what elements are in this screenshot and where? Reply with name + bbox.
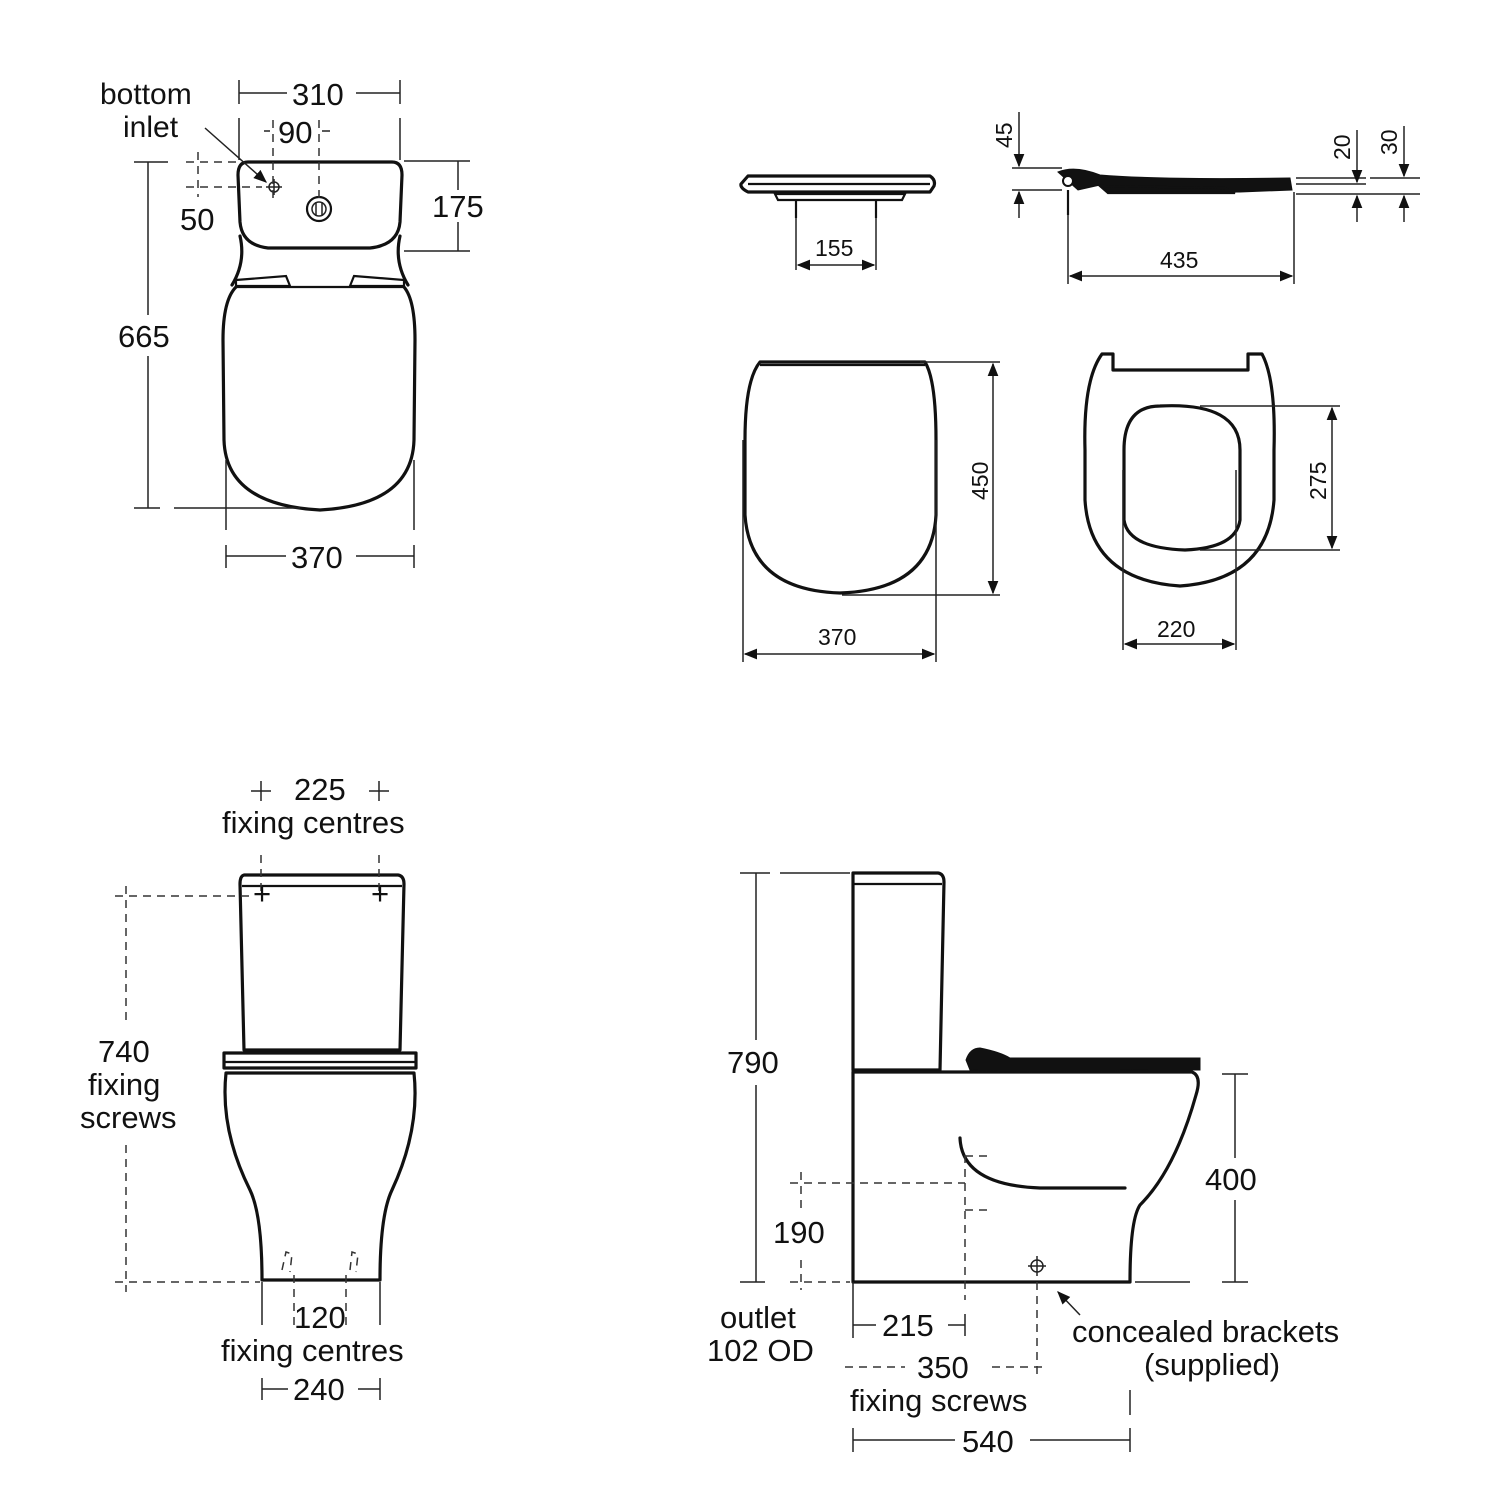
dim-outlet-height: 190 xyxy=(773,1215,825,1250)
neck-right xyxy=(396,234,410,287)
dim-overall-projection: 540 xyxy=(962,1424,1014,1459)
outlet-label-2: 102 OD xyxy=(707,1333,814,1368)
seat-ring-plan: 275 220 xyxy=(1083,352,1340,650)
dim-lid-length: 450 xyxy=(967,462,993,500)
bottom-inlet-arrow xyxy=(204,127,268,183)
bracket-arrow xyxy=(1057,1291,1081,1316)
seat-aperture-outline xyxy=(1122,404,1242,552)
seat-lid-outline xyxy=(743,360,938,595)
dim-hinge-height: 45 xyxy=(991,122,1017,148)
neck-left xyxy=(230,234,244,287)
front-elevation: 225 fixing centres + + 740 fixing screws… xyxy=(80,772,418,1407)
seat-ring-outline xyxy=(1083,352,1276,588)
pan-side-outline xyxy=(851,1070,1200,1284)
dim-overall-length: 665 xyxy=(118,319,170,354)
seat-side-profile-installed xyxy=(965,1047,1201,1073)
bracket-label-1: concealed brackets xyxy=(1072,1314,1339,1349)
seat-side-view: 45 435 20 30 xyxy=(991,112,1420,284)
seat-front-outline xyxy=(739,174,937,194)
trapway-curve xyxy=(958,1136,1127,1190)
screw-label-1: fixing xyxy=(88,1067,160,1102)
seat-front-edge xyxy=(222,1051,418,1070)
dim-screw-height: 740 xyxy=(98,1034,150,1069)
dim-pan-width: 370 xyxy=(291,540,343,575)
outlet-label-1: outlet xyxy=(720,1300,796,1335)
pan-front-outline xyxy=(223,1071,417,1282)
bottom-inlet-label-1: bottom xyxy=(100,78,192,111)
dim-hinge-centres: 155 xyxy=(815,235,853,261)
bracket-label-2: (supplied) xyxy=(1144,1347,1280,1382)
plan-view: bottom inlet 310 90 50 175 665 370 xyxy=(100,77,484,575)
seat-plan-outline xyxy=(221,285,417,512)
flush-button-icon xyxy=(305,195,333,223)
dim-overall-height: 790 xyxy=(727,1045,779,1080)
bottom-inlet-label-2: inlet xyxy=(123,111,179,144)
screw-label: fixing screws xyxy=(850,1383,1027,1418)
bottom-fixing-label: fixing centres xyxy=(221,1333,404,1368)
fixing-point-icon: + xyxy=(253,876,271,911)
dim-seat-thickness: 20 xyxy=(1329,134,1355,160)
svg-text:+: + xyxy=(371,876,389,911)
cistern-front-outline xyxy=(238,873,406,1052)
dim-cistern-width: 310 xyxy=(292,77,344,112)
hinge-left xyxy=(234,274,292,288)
dim-inlet-offset: 90 xyxy=(278,115,312,150)
dim-base-width: 240 xyxy=(293,1372,345,1407)
seat-front-view: 155 xyxy=(739,174,937,271)
seat-side-profile xyxy=(1057,168,1293,194)
dim-top-fixing-centres: 225 xyxy=(294,772,346,807)
screw-label-2: screws xyxy=(80,1100,176,1135)
dim-rim-height: 400 xyxy=(1205,1162,1257,1197)
dim-seat-length: 435 xyxy=(1160,247,1198,273)
dim-lid-width: 370 xyxy=(818,624,856,650)
dim-bottom-fixing-centres: 120 xyxy=(294,1300,346,1335)
cistern-plan-outline xyxy=(236,160,404,250)
dim-lid-thickness: 30 xyxy=(1376,129,1402,155)
dim-outlet-distance: 215 xyxy=(882,1308,934,1343)
cistern-side-outline xyxy=(851,871,946,1072)
dim-aperture-length: 275 xyxy=(1305,462,1331,500)
side-elevation: 790 400 190 outlet 102 OD concealed brac… xyxy=(707,871,1339,1459)
dim-cistern-depth: 175 xyxy=(432,189,484,224)
dim-aperture-width: 220 xyxy=(1157,616,1195,642)
dim-screw-distance: 350 xyxy=(917,1350,969,1385)
seat-lid-plan: 450 370 xyxy=(742,360,1000,662)
hinge-right xyxy=(348,274,406,288)
top-fixing-label: fixing centres xyxy=(222,805,405,840)
dim-inlet-depth: 50 xyxy=(180,202,214,237)
